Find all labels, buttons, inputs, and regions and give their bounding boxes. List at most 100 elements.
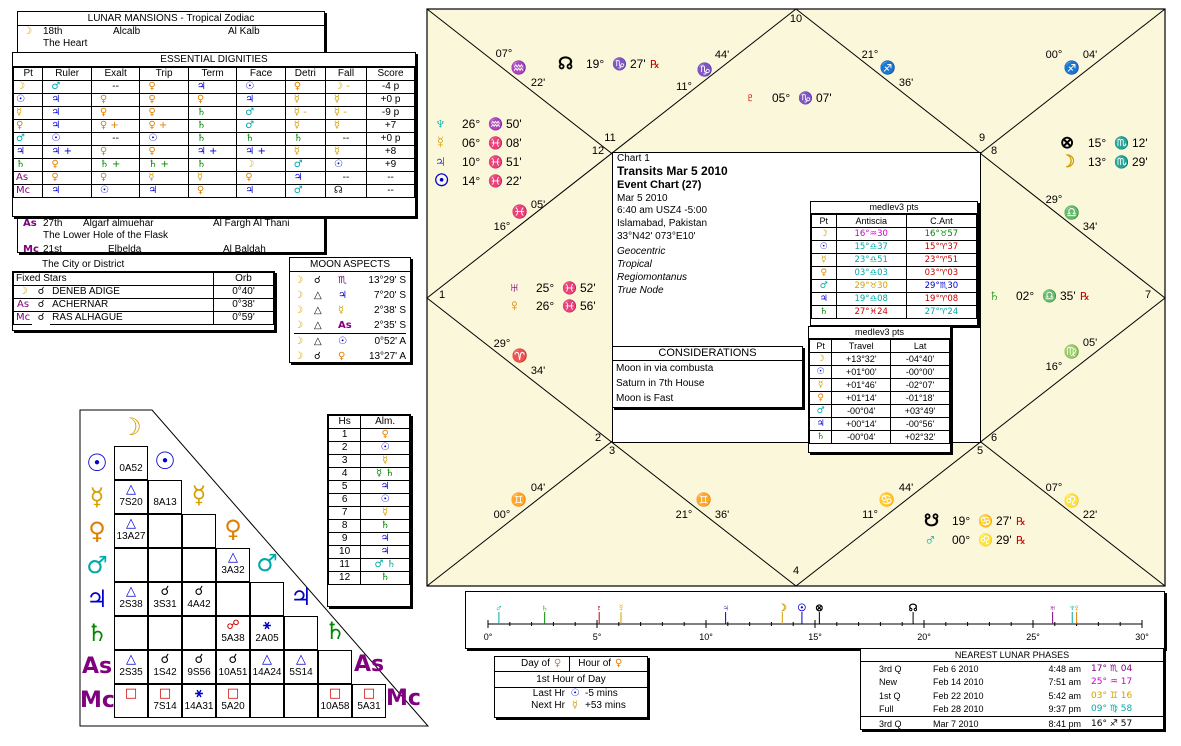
aspect-grid-cell: ☌10A51 [216,650,250,684]
aspect-grid-cell: ☌3S31 [148,582,182,616]
dignity-cell-face: ♃ [236,184,286,198]
planet-degree: 19° [952,514,970,528]
cusp-minutes: 04' [1083,49,1097,61]
dignity-cell-detri: ♂ [284,184,326,198]
antiscia-value: 16°♒30 [835,227,907,241]
planet-degree: 26° [462,117,480,131]
chart-time: 6:40 am USZ4 -5:00 [617,205,708,216]
aspected-point-glyph: ♃ [338,289,347,301]
scale-marker-glyph: ♂ [495,603,503,614]
house-number: 12 [327,571,362,585]
cusp-sign-glyph: ♊ [696,492,712,507]
dignity-cell-exalt: ♀ [90,106,141,120]
mansion-name: Algarf almuehar [83,218,154,229]
dignity-cell-fall: ☽ - [324,80,368,94]
phase-name: New [879,677,898,688]
scale-marker-glyph: ♃ [722,603,730,614]
dignity-cell-exalt: -- [90,80,141,94]
house-number: 1 [327,428,362,442]
aspect-orb: 1S42 [153,667,177,678]
aspect-glyph [115,617,147,633]
planet-degree: 25° [536,281,554,295]
contra-antiscia-value: 16°♉57 [905,227,978,241]
aspect-glyph: □ [328,686,342,701]
travel-value: +01°46' [831,378,892,392]
planet-glyph: ☽ [1060,152,1075,171]
travel-value: -00°04' [831,404,892,418]
col-header: Alm. [360,415,410,429]
planet-minutes: 35' [1060,289,1076,303]
aspect-glyph: ☌ [228,652,238,667]
house-number: 3 [609,445,615,457]
scale-marker-glyph: ♄ [541,603,549,614]
dignity-cell-ruler: ☉ [42,132,92,146]
dignity-cell-face: ♃ + [236,145,286,159]
planet-degree: 26° [536,299,554,313]
day-hour-row: Day of ♀ Hour of ♀ [495,657,647,672]
latitude-value: -02°07' [890,378,950,392]
aspect-grid-row-label: ♄ [86,619,108,647]
retrograde-icon: ℞ [1016,516,1026,528]
aspect-grid-cell: □5A31 [352,684,386,718]
planet-glyph: ♂ [924,530,937,549]
phase-name: 3rd Q [879,663,902,674]
aspect-grid-cell: ☍5A38 [216,616,250,650]
fixed-star-point: As [13,298,33,312]
cusp-minutes: 22' [1083,509,1097,521]
fixed-star-orb: 0°59' [212,311,275,325]
fixed-star-point: Mc [13,311,33,325]
aspect-glyph [285,685,317,701]
cusp-degree: 11° [862,509,878,521]
cusp-sign-glyph: ♊ [511,492,527,507]
scale-tick-label: 25° [1026,632,1040,642]
dignity-cell-face: ♃ [236,93,286,107]
chart-flag: True Node [617,285,664,296]
phase-time: 8:41 pm [1048,718,1081,729]
degree-scale: 0°5°10°15°20°25°30°♂♄♇☿♃☽☉⊗☊♅♆♀ [484,603,1150,642]
aspect-grid-cell: □ [114,684,148,718]
scale-tick-label: 15° [808,632,822,642]
aspect-grid-label: ♃ [290,583,312,611]
col-header: Term [187,67,238,81]
dignity-cell-fall: ☿ [324,145,368,159]
planet-minutes: 50' [506,117,522,131]
cusp-minutes: 36' [715,509,729,521]
aspect-orb: 2A05 [255,633,279,644]
last-hour-glyph: ☉ [570,688,580,699]
aspected-point-glyph: ♀ [338,350,346,362]
dignities-row: Mc♃☉♃♀♃♂☊-- [12,184,415,198]
aspect-grid-cell: ⚹2A05 [250,616,284,650]
fixed-star-aspect: ☌ [32,298,51,312]
almuten-glyph: ☉ [360,493,410,507]
contra-antiscia-value: 15°♈37 [905,240,978,254]
aspect-glyph [251,583,283,599]
mansion-name: Elbelda [108,244,142,255]
dignity-cell-face: ♂ [236,106,286,120]
chart-flag: Regiomontanus [617,272,688,283]
lunar-phases-title: NEAREST LUNAR PHASES [861,649,1163,662]
planet-sign-glyph: ♌ [978,533,993,547]
day-ruler-glyph: ♀ [553,658,562,669]
planet-degree: 15° [1088,136,1106,150]
aspect-orb: 3S31 [153,599,177,610]
dignity-cell-term: ♄ [187,132,238,146]
fixed-star-name: RAS ALHAGUE [50,311,214,325]
dignity-cell-face: ☽ [236,158,286,172]
scale-tick-label: 5° [593,632,602,642]
aspect-grid-label: ☽ [120,413,142,441]
aspect-glyph: △ [126,652,136,667]
dignity-cell-ruler: ♃ [42,93,92,107]
chart-date: Mar 5 2010 [617,193,668,204]
latitude-value: +03°49' [890,404,950,418]
house-number: 9 [979,132,985,144]
point-glyph: ☿ [811,253,837,267]
aspect-orb: 5A20 [221,701,245,712]
dignities-row: ☿♃♀♀♄♂☿ -☿ --9 p [12,106,415,120]
last-hour-row: Last Hr ☉ -5 mins [495,688,647,700]
travel-row: ♄-00°04'+02°32' [808,430,950,444]
contra-antiscia-value: 03°♈03 [905,266,978,280]
